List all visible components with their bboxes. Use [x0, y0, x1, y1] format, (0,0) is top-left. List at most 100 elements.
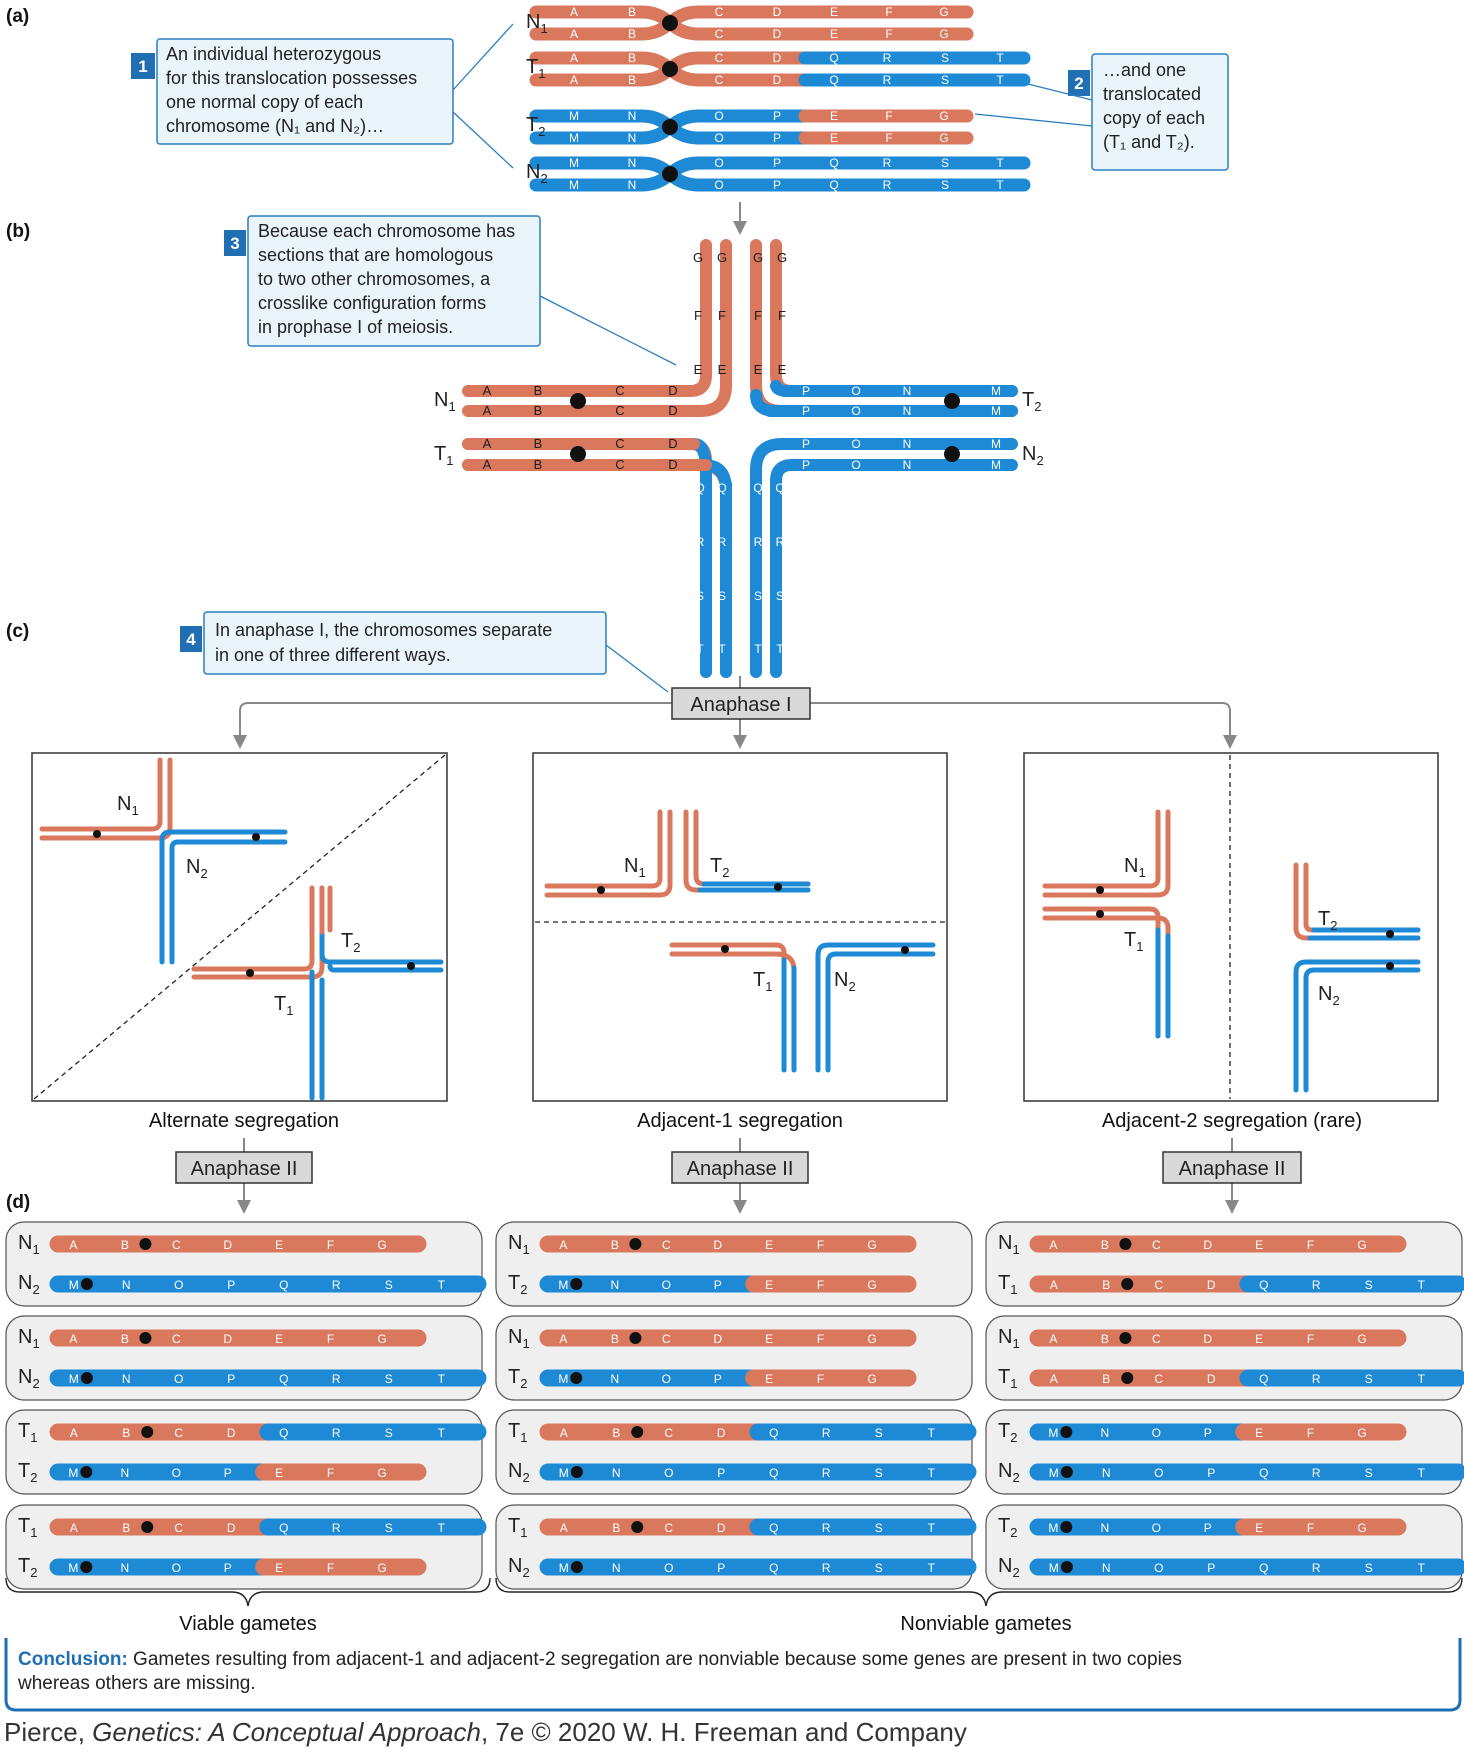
- gene-G: G: [753, 250, 763, 265]
- chromosome-segment: [191, 885, 315, 972]
- gene-F: F: [1307, 1238, 1314, 1252]
- gene-O: O: [174, 1372, 183, 1386]
- chromosome-label-t1: T1: [274, 993, 293, 1018]
- centromere: [80, 1278, 93, 1290]
- gene-G: G: [867, 1238, 876, 1252]
- gamete-panel: [495, 1221, 973, 1307]
- label-subscript: 2: [1012, 1565, 1019, 1580]
- label-letter: T: [508, 1420, 520, 1442]
- label-subscript: 1: [1138, 865, 1145, 880]
- gene-M: M: [1049, 1466, 1059, 1480]
- gene-T: T: [996, 156, 1004, 170]
- centromere: [631, 1426, 644, 1438]
- label-letter: N: [1124, 855, 1138, 877]
- alternate-segregation-caption: Alternate segregation: [149, 1110, 339, 1132]
- gene-M: M: [569, 131, 579, 145]
- note-3-line-2: sections that are homologous: [258, 245, 493, 265]
- n2-chromatid-outer: [770, 459, 1018, 678]
- gene-T: T: [438, 1521, 446, 1535]
- gene-E: E: [765, 1372, 773, 1386]
- gene-C: C: [1154, 1372, 1163, 1386]
- nonviable-gametes-label: Nonviable gametes: [900, 1613, 1071, 1635]
- label-subscript: 2: [1010, 1525, 1017, 1540]
- label-letter: N: [508, 1460, 522, 1482]
- gene-P: P: [714, 1372, 722, 1386]
- gene-C: C: [1152, 1238, 1161, 1252]
- gene-D: D: [773, 51, 782, 65]
- gene-G: G: [867, 1372, 876, 1386]
- gene-S: S: [941, 178, 949, 192]
- sister-chromatid-left-arm: [529, 156, 677, 181]
- label-subscript: 1: [448, 399, 455, 414]
- chromosome-label-n2: N2: [998, 1460, 1020, 1485]
- n1-chromatid-outer: [462, 239, 712, 397]
- chromosome-label-t2: T2: [998, 1515, 1017, 1540]
- gene-G: G: [693, 250, 703, 265]
- chromosome-segment: [544, 809, 673, 898]
- gene-N: N: [121, 1561, 130, 1575]
- gene-T: T: [438, 1278, 446, 1292]
- gene-E: E: [718, 362, 727, 377]
- gene-S: S: [385, 1426, 393, 1440]
- label-letter: T: [998, 1420, 1010, 1442]
- note-4-line-1: In anaphase I, the chromosomes separate: [215, 620, 552, 640]
- gene-A: A: [570, 73, 578, 87]
- chromosome-segment: [1293, 862, 1421, 941]
- chromosome-label-n2: N2: [18, 1272, 40, 1297]
- gene-D: D: [773, 27, 782, 41]
- gene-R: R: [883, 51, 892, 65]
- gene-M: M: [559, 1466, 569, 1480]
- t2-corner-inner: [750, 389, 782, 417]
- centromere: [246, 969, 254, 977]
- centromere: [662, 15, 678, 31]
- label-letter: N: [998, 1460, 1012, 1482]
- gene-E: E: [1255, 1426, 1263, 1440]
- gene-N: N: [611, 1372, 620, 1386]
- centromere: [1386, 962, 1394, 970]
- centromere: [1060, 1521, 1073, 1533]
- gene-O: O: [1152, 1521, 1161, 1535]
- gene-N: N: [612, 1466, 621, 1480]
- gene-P: P: [802, 404, 810, 418]
- label-subscript: 2: [540, 171, 547, 186]
- gene-D: D: [223, 1238, 232, 1252]
- centromere: [1060, 1426, 1073, 1438]
- label-letter: N: [1022, 443, 1036, 465]
- gene-N: N: [903, 404, 912, 418]
- label-subscript: 2: [538, 124, 545, 139]
- gene-C: C: [172, 1238, 181, 1252]
- gene-F: F: [327, 1332, 334, 1346]
- note-1-line-4: chromosome (N₁ and N₂)…: [166, 116, 384, 136]
- centromere: [1060, 1561, 1073, 1573]
- gene-C: C: [174, 1426, 183, 1440]
- gene-Q: Q: [279, 1372, 288, 1386]
- gene-E: E: [694, 362, 703, 377]
- sister-chromatid-left-arm: [529, 120, 677, 145]
- centromere: [1119, 1238, 1132, 1250]
- label-subscript: 2: [520, 1376, 527, 1391]
- label-letter: T: [1318, 908, 1330, 930]
- gene-R: R: [718, 535, 727, 549]
- gene-P: P: [1204, 1521, 1212, 1535]
- gene-C: C: [715, 27, 724, 41]
- gene-O: O: [714, 131, 723, 145]
- chromosome-label-n2: N2: [1022, 443, 1044, 468]
- label-subscript: 1: [1012, 1336, 1019, 1351]
- gene-D: D: [1203, 1238, 1212, 1252]
- note-2-line-3: copy of each: [1103, 108, 1205, 128]
- chromosome-segment: [1303, 967, 1421, 1093]
- label-letter: T: [1124, 929, 1136, 951]
- sister-chromatid-left-arm: [529, 109, 677, 134]
- chromosome-segment: [327, 963, 444, 973]
- gene-R: R: [332, 1278, 341, 1292]
- gene-D: D: [717, 1426, 726, 1440]
- note-3-line-4: crosslike configuration forms: [258, 293, 486, 313]
- chromosome-label-n1: N1: [18, 1326, 40, 1351]
- chromosome-label-n1: N1: [508, 1326, 530, 1351]
- gene-D: D: [713, 1332, 722, 1346]
- gene-E: E: [765, 1332, 773, 1346]
- gene-E: E: [830, 5, 838, 19]
- gene-S: S: [696, 589, 704, 603]
- chromosome-label-t1: T1: [18, 1420, 37, 1445]
